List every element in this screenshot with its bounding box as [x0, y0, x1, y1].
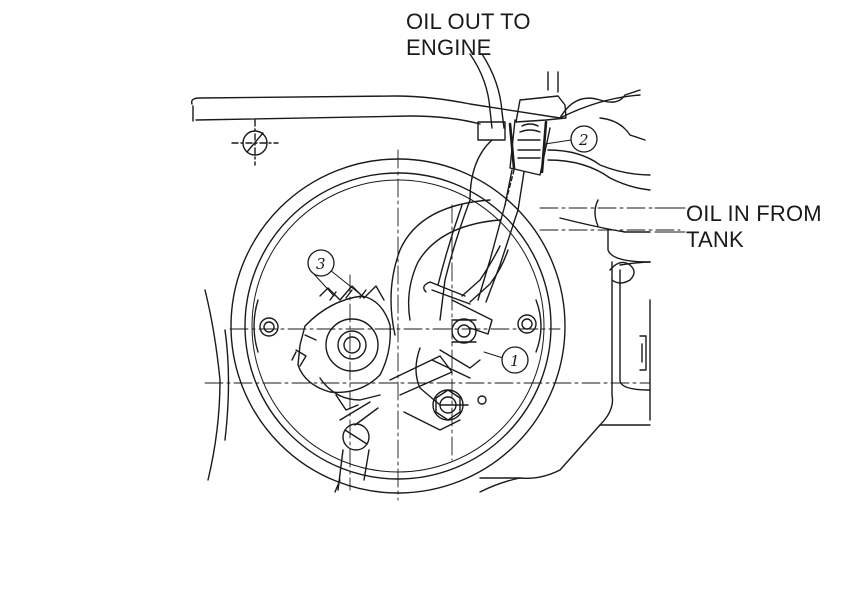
callout-2-number: 2 [578, 131, 589, 149]
callout-1: 1 [501, 346, 529, 374]
callout-3: 3 [307, 249, 335, 277]
mounting-screw-top-left [231, 119, 279, 166]
callout-2: 2 [570, 125, 598, 153]
housing-outline [190, 89, 651, 493]
oil-out-pipe [469, 53, 506, 201]
internal-feed-line [390, 199, 509, 336]
centre-lines [204, 149, 681, 501]
callout-leaders [312, 139, 686, 359]
callout-1-number: 1 [510, 352, 520, 370]
adjusting-nut [432, 389, 487, 421]
mounting-screw-left [259, 317, 279, 337]
adjusting-screw-lower-left [337, 423, 370, 491]
mounting-screw-right [517, 314, 537, 334]
oil-in-label: OIL IN FROM TANK [686, 201, 822, 252]
oil-out-label: OIL OUT TO ENGINE [406, 9, 531, 60]
oil-in-pipe [477, 71, 567, 303]
control-lever [389, 281, 493, 431]
worm-gear-assembly [291, 285, 391, 426]
callout-3-number: 3 [316, 255, 326, 273]
